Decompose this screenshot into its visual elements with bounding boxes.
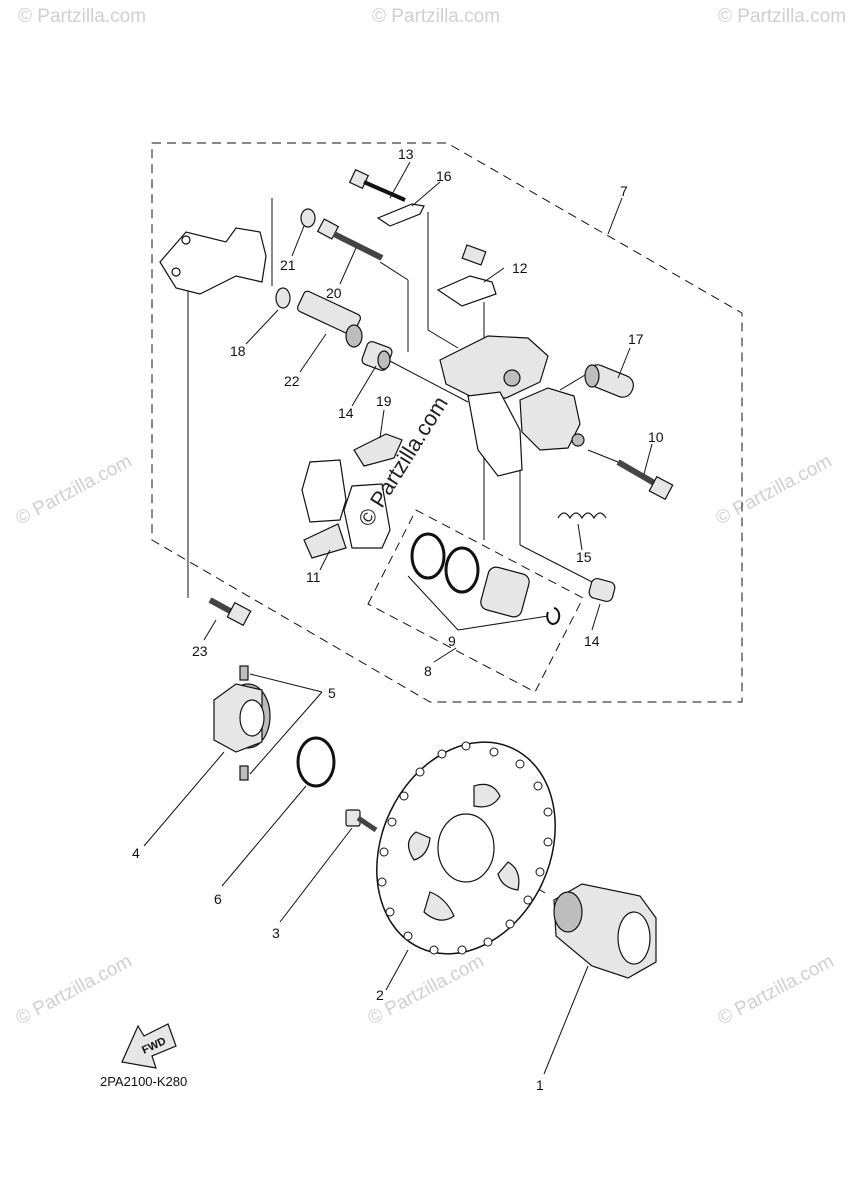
callout-5: 5 bbox=[328, 685, 336, 701]
callout-4: 4 bbox=[132, 845, 140, 861]
rotor-bolt-3 bbox=[345, 809, 378, 833]
callout-23: 23 bbox=[192, 643, 208, 659]
callout-10: 10 bbox=[648, 429, 664, 445]
callout-21: 21 bbox=[280, 257, 296, 273]
bracket-hole-bottom bbox=[171, 267, 181, 277]
callout-7: 7 bbox=[620, 183, 628, 199]
boot-14-top bbox=[361, 341, 393, 371]
bolt-23 bbox=[208, 597, 252, 627]
callout-20: 20 bbox=[326, 285, 342, 301]
set-screws-5 bbox=[239, 665, 323, 781]
brake-pads-11 bbox=[301, 459, 391, 559]
leader-lines bbox=[143, 161, 653, 1075]
callout-3: 3 bbox=[272, 925, 280, 941]
watermark-top-right: © Partzilla.com bbox=[718, 6, 846, 27]
caliper-assembly-outline bbox=[151, 142, 743, 703]
callout-22: 22 bbox=[284, 373, 300, 389]
piston-seals-9 bbox=[410, 532, 561, 625]
callout-6: 6 bbox=[214, 891, 222, 907]
callout-2: 2 bbox=[376, 987, 384, 1003]
forward-arrow-icon: FWD bbox=[121, 1023, 177, 1069]
caliper-body bbox=[439, 335, 585, 477]
callout-11: 11 bbox=[306, 569, 321, 585]
callouts: 13 16 7 12 21 20 18 22 14 17 19 10 15 11… bbox=[132, 146, 664, 1093]
callout-19: 19 bbox=[376, 393, 392, 409]
bracket-hole-top bbox=[181, 235, 191, 245]
callout-18: 18 bbox=[230, 343, 246, 359]
washer-18 bbox=[275, 287, 291, 309]
watermark-bottom-right: © Partzilla.com bbox=[714, 951, 837, 1030]
callout-15: 15 bbox=[576, 549, 592, 565]
callout-13: 13 bbox=[398, 146, 414, 162]
pin-bolt-22 bbox=[296, 290, 363, 348]
spring-15 bbox=[557, 512, 607, 520]
bleed-screw-12 bbox=[436, 244, 497, 307]
callout-9: 9 bbox=[448, 633, 456, 649]
callout-12: 12 bbox=[512, 260, 528, 276]
watermark-mid-left: © Partzilla.com bbox=[12, 451, 135, 530]
callout-17: 17 bbox=[628, 331, 644, 347]
piston-kit-outline bbox=[367, 509, 584, 693]
callout-1: 1 bbox=[536, 1077, 544, 1093]
brake-disc-2 bbox=[376, 741, 556, 955]
cap-14-bottom bbox=[588, 577, 616, 603]
washer-21 bbox=[300, 208, 316, 228]
watermark-top-left: © Partzilla.com bbox=[18, 6, 146, 27]
callout-14-bottom: 14 bbox=[584, 633, 600, 649]
hub-1 bbox=[553, 883, 657, 979]
bolt-13 bbox=[348, 168, 406, 202]
seal-ring-6 bbox=[296, 736, 336, 788]
bolt-10 bbox=[616, 459, 674, 501]
diagram-code: 2PA2100-K280 bbox=[100, 1074, 187, 1089]
callout-14-top: 14 bbox=[338, 405, 354, 421]
watermark-mid-right: © Partzilla.com bbox=[712, 451, 835, 530]
pin-17 bbox=[584, 364, 634, 398]
watermark-bottom-left: © Partzilla.com bbox=[12, 951, 135, 1030]
callout-16: 16 bbox=[436, 168, 452, 184]
caliper-bracket bbox=[159, 227, 267, 295]
hub-nut-4 bbox=[213, 683, 271, 753]
pin-20 bbox=[316, 218, 384, 261]
watermark-top-center: © Partzilla.com bbox=[372, 6, 500, 27]
callout-8: 8 bbox=[424, 663, 432, 679]
clip-16 bbox=[376, 203, 425, 227]
